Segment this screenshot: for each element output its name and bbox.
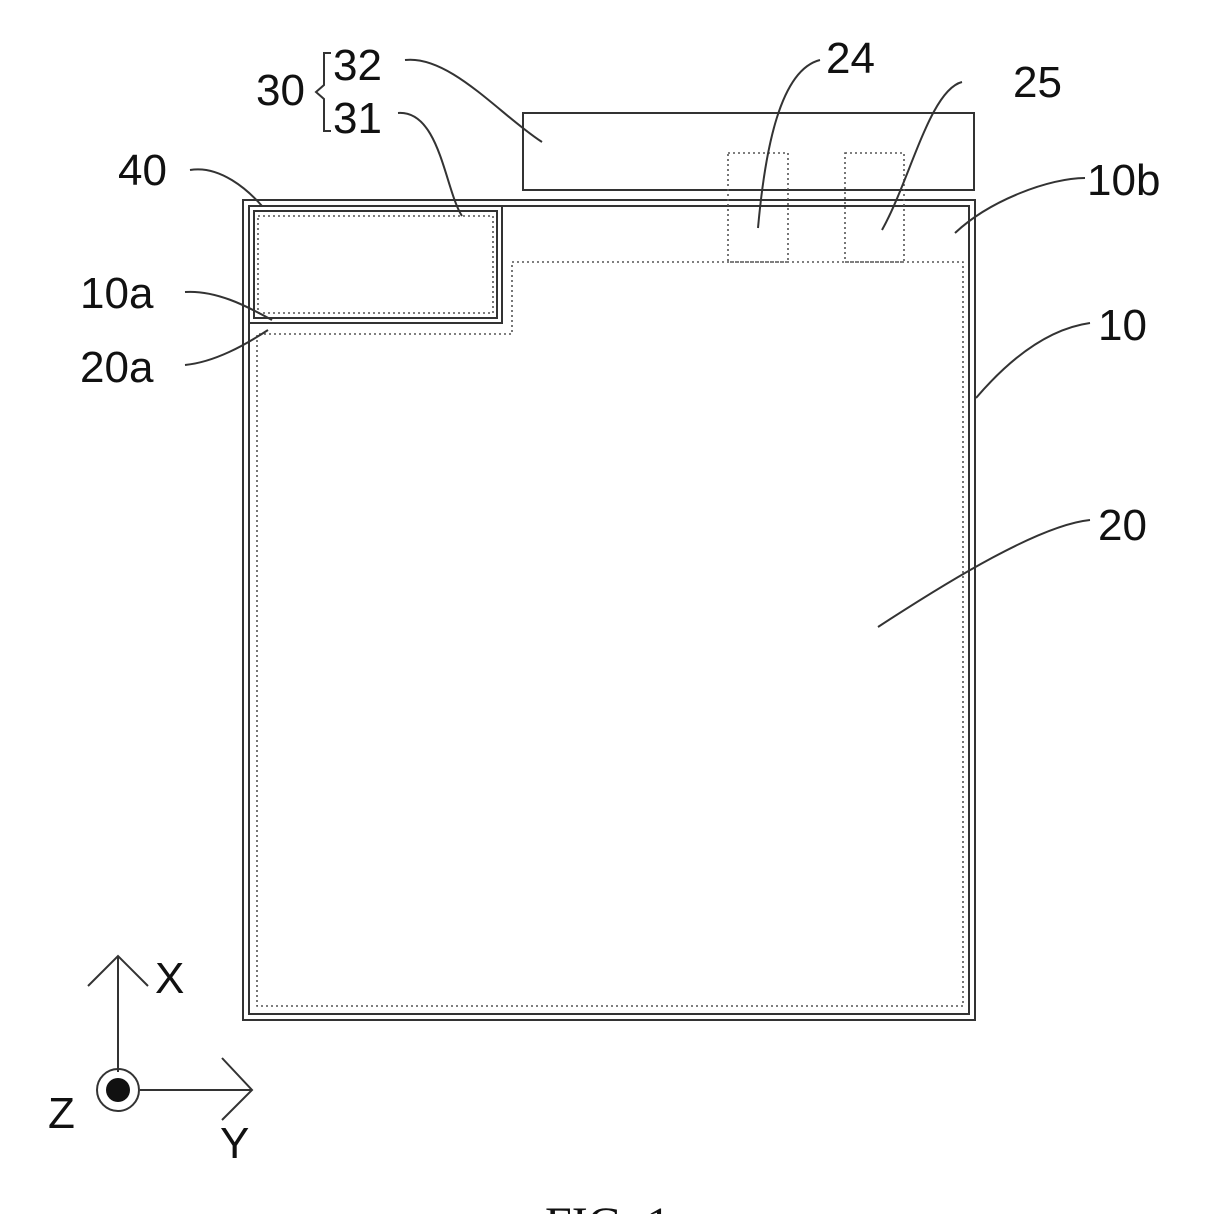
housing-10-inner [249, 206, 969, 1014]
component-40-inner [254, 211, 497, 318]
component-32-block [523, 113, 974, 190]
figure-caption: FIG. 1 [545, 1198, 670, 1214]
component-40-outer [249, 206, 502, 323]
label-32: 32 [333, 41, 382, 90]
leader-10a [185, 292, 272, 320]
label-20a: 20a [80, 343, 154, 392]
leader-20a [185, 330, 268, 365]
brace-30 [316, 53, 331, 131]
leader-20 [878, 520, 1090, 627]
cell-body-20-outline [257, 262, 963, 1006]
leader-32 [405, 60, 542, 142]
axis-label-y: Y [220, 1119, 249, 1168]
label-20: 20 [1098, 501, 1147, 550]
label-30: 30 [256, 66, 305, 115]
axis-label-z: Z [48, 1089, 75, 1138]
label-25: 25 [1013, 58, 1062, 107]
axis-label-x: X [155, 954, 184, 1003]
leader-25 [882, 82, 962, 230]
label-10: 10 [1098, 301, 1147, 350]
label-24: 24 [826, 34, 875, 83]
axes-indicator: X Y Z [48, 954, 252, 1168]
leader-24 [758, 60, 820, 228]
label-31: 31 [333, 94, 382, 143]
tab-25 [845, 153, 904, 262]
z-axis-dot [106, 1078, 130, 1102]
leader-10 [976, 323, 1090, 398]
component-31-dotted [258, 216, 493, 313]
label-40: 40 [118, 146, 167, 195]
label-10a: 10a [80, 269, 154, 318]
tab-24 [728, 153, 788, 262]
label-10b: 10b [1087, 156, 1160, 205]
